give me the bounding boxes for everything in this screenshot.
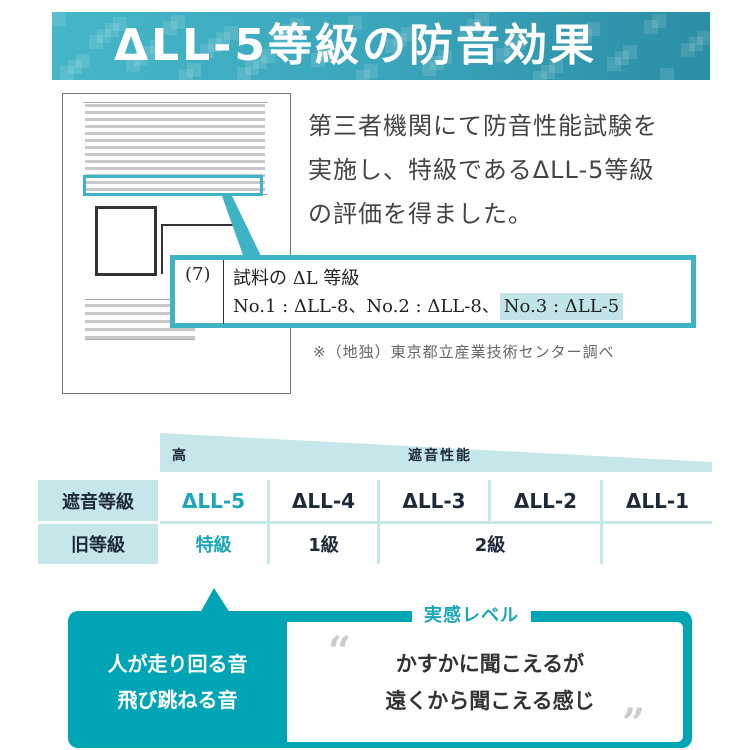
- feel-pointer: [200, 588, 230, 613]
- grade-cell: ΔLL-2: [513, 488, 578, 513]
- source-note: ※（地独）東京都立産業技術センター調べ: [313, 343, 615, 361]
- description-line: 第三者機関にて防音性能試験を: [308, 112, 658, 140]
- old-grade-cell: 2級: [474, 535, 506, 556]
- impression-panel: [287, 622, 683, 742]
- grade-cell: ΔLL-5: [181, 488, 246, 513]
- grade-cell: ΔLL-3: [402, 488, 466, 513]
- scale-high-label: 高: [172, 448, 186, 464]
- old-grade-cell: 1級: [308, 535, 339, 556]
- row-label-grade: 遮音等級: [38, 480, 158, 521]
- certificate-callout: (7) 試料の ΔL 等級 No.1 : ΔLL-8、No.2 : ΔLL-8、…: [170, 255, 696, 328]
- sound-line: 人が走り回る音: [107, 652, 248, 676]
- page-title: ΔLL-5等級の防音効果: [114, 20, 598, 71]
- impression-line: かすかに聞こえるが: [395, 652, 585, 676]
- excerpt-heading: 試料の ΔL 等級: [233, 268, 360, 289]
- description-line: 実施し、特級であるΔLL-5等級: [308, 156, 655, 184]
- grade-cell: ΔLL-4: [291, 488, 356, 513]
- scale-label: 遮音性能: [408, 448, 472, 464]
- description: 第三者機関にて防音性能試験を 実施し、特級であるΔLL-5等級 の評価を得ました…: [308, 104, 708, 236]
- excerpt-results: No.1 : ΔLL-8、No.2 : ΔLL-8、: [233, 296, 500, 317]
- feel-level-label: 実感レベル: [412, 601, 531, 627]
- sound-line: 飛び跳ねる音: [117, 688, 238, 712]
- description-line: の評価を得ました。: [308, 200, 533, 228]
- item-number: (7): [185, 264, 211, 285]
- performance-wedge: [160, 433, 712, 472]
- row-label-old-grade: 旧等級: [38, 524, 158, 564]
- excerpt-highlight-result: No.3 : ΔLL-5: [499, 293, 624, 320]
- impression-line: 遠くから聞こえる感じ: [385, 689, 595, 713]
- certificate-highlight: [83, 175, 263, 196]
- grade-cell: ΔLL-1: [625, 488, 690, 513]
- open-quote-icon: “: [328, 628, 352, 675]
- old-grade-cell: 特級: [195, 535, 232, 556]
- title-banner: ΔLL-5等級の防音効果: [52, 12, 710, 80]
- close-quote-icon: ”: [622, 700, 646, 747]
